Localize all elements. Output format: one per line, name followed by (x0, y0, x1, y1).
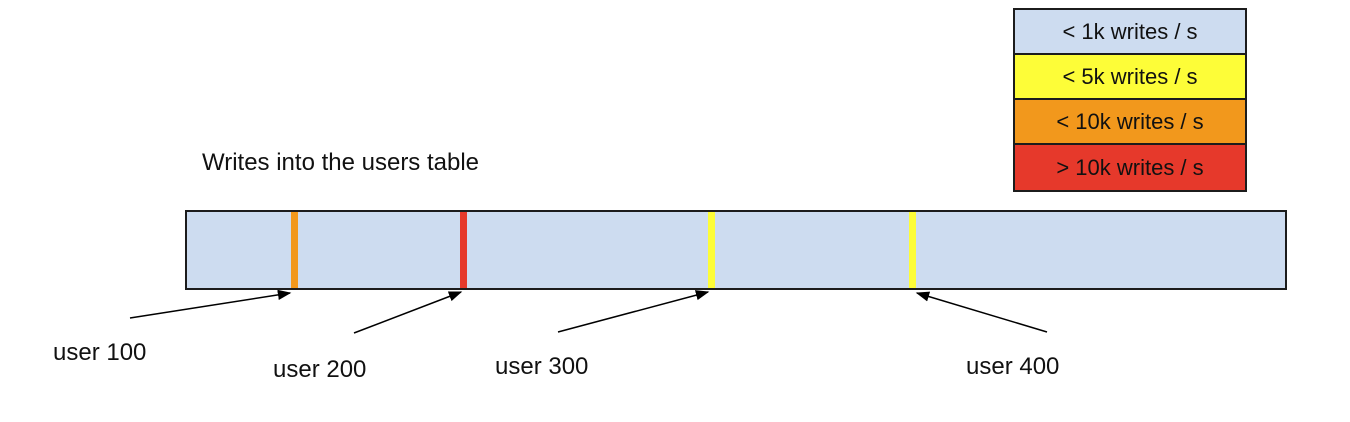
legend-item-lt-5k: < 5k writes / s (1015, 55, 1245, 100)
arrow-user-100 (129, 289, 292, 319)
marker-user-300 (708, 212, 715, 288)
arrow-user-200 (353, 291, 463, 334)
diagram-title: Writes into the users table (202, 149, 480, 176)
label-user-200: user 200 (273, 356, 367, 383)
legend-item-label: < 1k writes / s (1062, 18, 1198, 44)
label-user-300: user 300 (495, 353, 589, 380)
legend-item-lt-1k: < 1k writes / s (1015, 10, 1245, 55)
legend-item-label: > 10k writes / s (1056, 154, 1204, 180)
label-user-400: user 400 (966, 353, 1060, 380)
marker-user-100 (291, 212, 298, 288)
legend: < 1k writes / s < 5k writes / s < 10k wr… (1013, 8, 1247, 192)
label-user-100: user 100 (53, 339, 147, 366)
legend-item-label: < 10k writes / s (1056, 108, 1204, 134)
legend-item-lt-10k: < 10k writes / s (1015, 100, 1245, 145)
arrow-user-400 (915, 291, 1048, 333)
legend-item-gt-10k: > 10k writes / s (1015, 145, 1245, 190)
legend-item-label: < 5k writes / s (1062, 63, 1198, 89)
marker-user-200 (460, 212, 467, 288)
marker-user-400 (909, 212, 916, 288)
arrow-user-300 (557, 290, 710, 333)
users-table-bar (185, 210, 1287, 290)
